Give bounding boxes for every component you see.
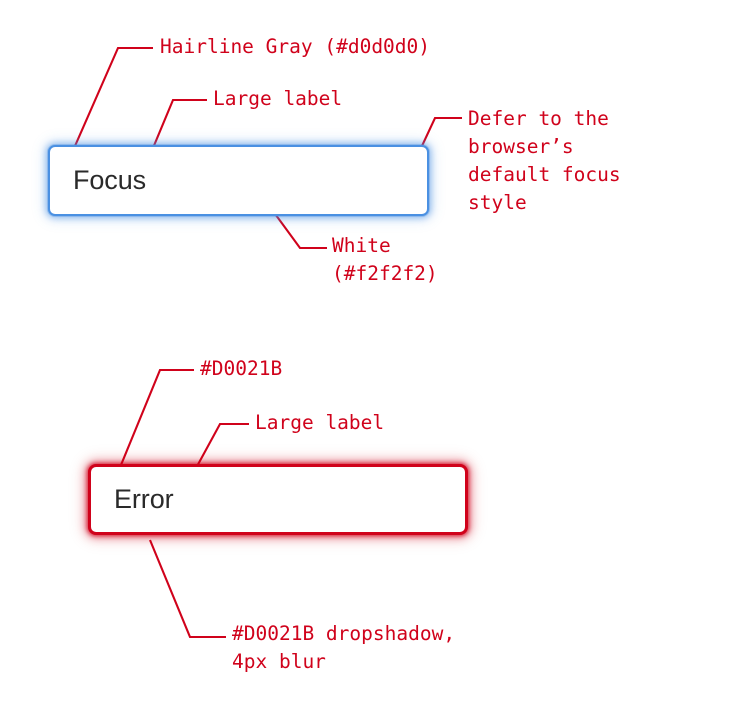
leader-hairline-gray (74, 46, 153, 147)
leader-large-label-focus (147, 98, 207, 161)
annotation-defer-browser-focus-style: Defer to the browser’s default focus sty… (468, 107, 621, 214)
leader-dropshadow (149, 539, 226, 639)
leader-error-color (120, 368, 194, 466)
annotation-hairline-gray: Hairline Gray (#d0d0d0) (160, 35, 431, 58)
annotation-error-border-color: #D0021B (200, 357, 283, 380)
focus-field-label: Focus (73, 165, 147, 195)
leader-large-label-error (194, 422, 249, 471)
annotation-white-fill: White (#f2f2f2) (332, 234, 438, 285)
focus-state-input-field[interactable]: Focus (48, 145, 429, 216)
annotation-dropshadow: #D0021B dropshadow, 4px blur (232, 622, 456, 673)
error-field-label: Error (114, 484, 174, 514)
error-state-input-field[interactable]: Error (88, 464, 468, 535)
annotation-large-label-error: Large label (255, 411, 385, 434)
annotation-large-label-focus: Large label (213, 87, 343, 110)
